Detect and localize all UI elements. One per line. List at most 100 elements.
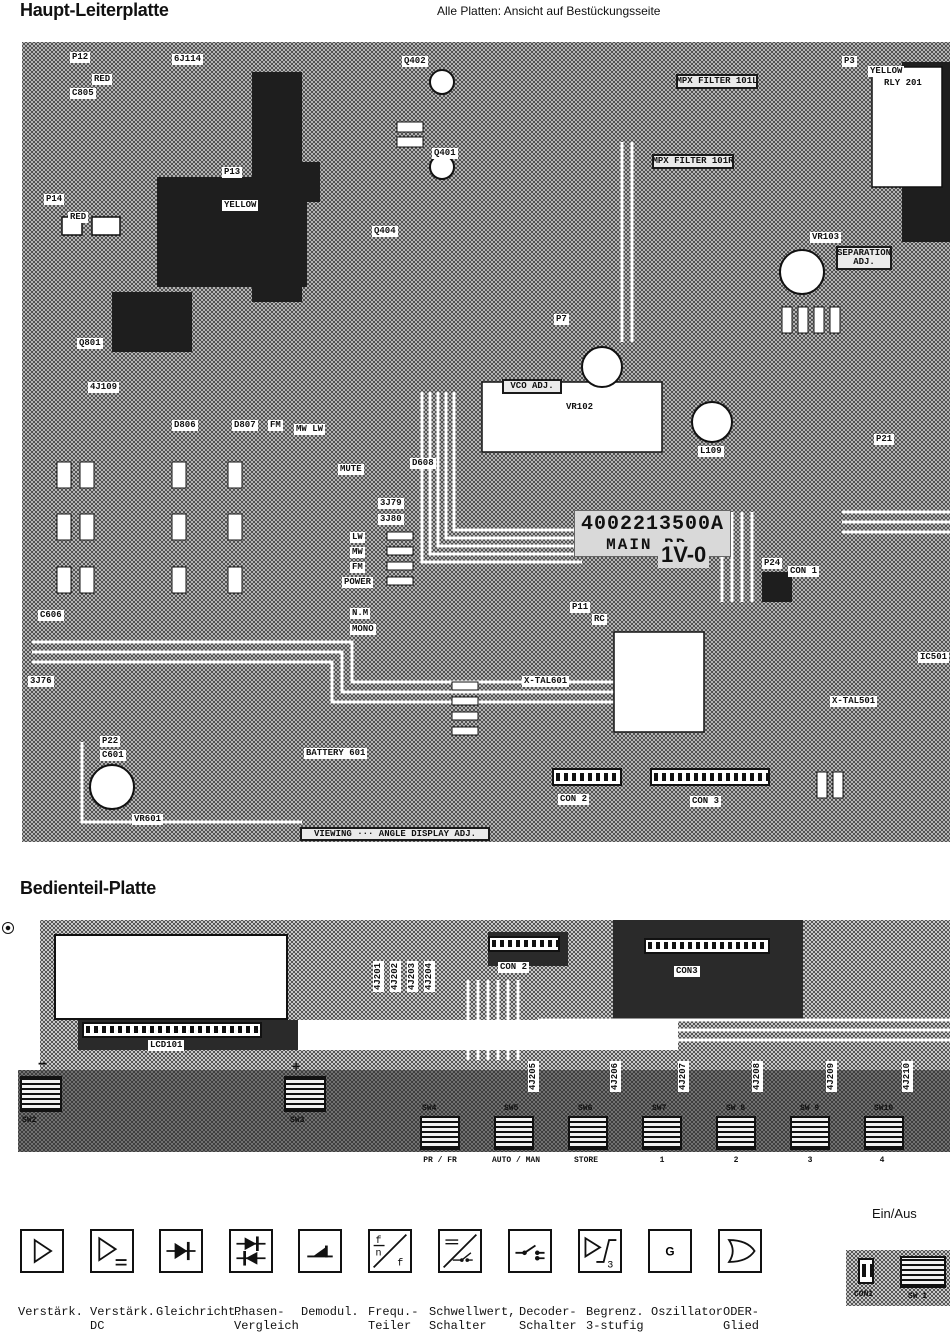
label-on-off-con1: CON1 [854, 1290, 874, 1299]
label-3j79: 3J79 [378, 498, 404, 509]
label-ic501: IC501 [918, 652, 950, 663]
on-off-label: Ein/Aus [872, 1206, 917, 1221]
label-sw8: SW 8 [726, 1104, 746, 1113]
label-mw-lw: MW LW [294, 424, 326, 435]
label-4j208: 4J208 [752, 1060, 763, 1092]
label-4j203: 4J203 [407, 960, 418, 992]
label-mono: MONO [350, 624, 376, 635]
label-4j206: 4J206 [610, 1060, 621, 1092]
viewing-angle-plate: VIEWING ··· ANGLE DISPLAY ADJ. [300, 827, 490, 841]
label-vr103: VR103 [810, 232, 842, 243]
panel-board-title: Bedienteil-Platte [20, 878, 156, 898]
caption-decoder-switch: Decoder- Schalter [519, 1305, 577, 1333]
caption-limiter: Begrenz. 3-stufig [586, 1305, 644, 1333]
label-yellow1: YELLOW [222, 200, 259, 211]
label-q401: Q401 [432, 148, 458, 159]
registration-mark-icon [2, 922, 14, 934]
caption-dc-amplifier: Verstärk. DC [90, 1305, 155, 1333]
panel-board-traces [18, 920, 950, 1152]
divider-f-bottom: f [397, 1258, 403, 1270]
rectifier-icon [159, 1229, 203, 1273]
main-con2-connector [552, 768, 622, 786]
switch-sw5[interactable] [494, 1116, 534, 1150]
caption-amplifier: Verstärk. [18, 1305, 83, 1319]
minus-sign: − [38, 1056, 48, 1073]
divider-f-top: f [375, 1235, 381, 1247]
caption-sw5: AUTO / MAN [491, 1156, 540, 1165]
switch-sw8[interactable] [716, 1116, 756, 1150]
switch-sw2[interactable] [20, 1076, 62, 1112]
decoder-switch-icon [508, 1229, 552, 1273]
frequency-divider-icon: f n f [368, 1229, 412, 1273]
lcd-window [54, 934, 288, 1020]
label-mute: MUTE [338, 464, 364, 475]
label-4j205: 4J205 [528, 1060, 539, 1092]
switch-sw4[interactable] [420, 1116, 460, 1150]
caption-sw4: PR / FR [423, 1156, 457, 1165]
label-rly201: RLY 201 [882, 78, 924, 89]
switch-sw9[interactable] [790, 1116, 830, 1150]
label-d806: D806 [172, 420, 198, 431]
caption-sw7: 1 [659, 1156, 665, 1165]
label-con2: CON 2 [558, 794, 590, 805]
label-p22: P22 [100, 736, 121, 747]
label-yellow2: YELLOW [868, 66, 905, 77]
label-sw4: SW4 [422, 1104, 437, 1113]
on-off-con1-connector [858, 1258, 874, 1284]
label-4j207: 4J207 [678, 1060, 689, 1092]
phase-comparator-icon [229, 1229, 273, 1273]
label-panel-con2: CON 2 [498, 962, 530, 973]
label-sw2: SW2 [22, 1116, 37, 1125]
label-vr601: VR601 [132, 814, 164, 825]
main-con3-connector [650, 768, 770, 786]
switch-sw6[interactable] [568, 1116, 608, 1150]
label-sw6: SW6 [578, 1104, 593, 1113]
label-d608: D608 [410, 458, 436, 469]
caption-sw9: 3 [807, 1156, 813, 1165]
label-red1: RED [92, 74, 113, 85]
label-power: POWER [342, 577, 374, 588]
switch-sw7[interactable] [642, 1116, 682, 1150]
caption-demodulator: Demodul. [301, 1305, 359, 1319]
main-board-traces [32, 62, 950, 824]
mpx-filter-101l: MPX FILTER 101L [676, 74, 758, 89]
label-sw3: SW3 [290, 1116, 305, 1125]
dc-amplifier-icon [90, 1229, 134, 1273]
main-board: P12 RED C805 6J114 P14 RED P13 YELLOW Q4… [22, 42, 950, 842]
label-fm2: FM [350, 562, 365, 573]
label-fm: FM [268, 420, 283, 431]
label-nm: N.M [350, 608, 371, 619]
label-lw: LW [350, 532, 365, 543]
label-x-tal501: X-TAL501 [830, 696, 878, 707]
demodulator-icon [298, 1229, 342, 1273]
switch-sw1[interactable] [900, 1256, 946, 1288]
switch-sw10[interactable] [864, 1116, 904, 1150]
label-x-tal601: X-TAL601 [522, 676, 570, 687]
vco-adj-plate: VCO ADJ. [502, 379, 562, 394]
limiter-icon: 3 [578, 1229, 622, 1273]
caption-oscillator: Oszillator [651, 1305, 724, 1319]
oscillator-g: G [665, 1245, 674, 1259]
label-4j210: 4J210 [902, 1060, 913, 1092]
limiter-stage-count: 3 [607, 1260, 613, 1271]
label-4j201: 4J201 [373, 960, 384, 992]
label-p13: P13 [222, 167, 243, 178]
label-4j204: 4J204 [424, 960, 435, 992]
label-4j209: 4J209 [826, 1060, 837, 1092]
divider-n: n [375, 1249, 381, 1260]
ul-mark: 1V-0 [658, 542, 710, 568]
label-red2: RED [68, 212, 89, 223]
label-p7: P7 [554, 314, 569, 325]
on-off-board: CON1 SW 1 [846, 1250, 950, 1306]
label-vr102: VR102 [564, 402, 596, 413]
separation-adj-plate: SEPARATION ADJ. [836, 246, 892, 270]
caption-sw6: STORE [573, 1156, 598, 1165]
view-note: Alle Platten: Ansicht auf Bestückungssei… [437, 4, 661, 18]
plus-sign: + [292, 1058, 301, 1074]
label-c601: C601 [100, 750, 126, 761]
oscillator-icon: G [648, 1229, 692, 1273]
switch-sw3[interactable] [284, 1076, 326, 1112]
label-3j80: 3J80 [378, 514, 404, 525]
caption-phase-comparator: Phasen- Vergleich [234, 1305, 299, 1333]
panel-con3-connector [644, 938, 770, 954]
